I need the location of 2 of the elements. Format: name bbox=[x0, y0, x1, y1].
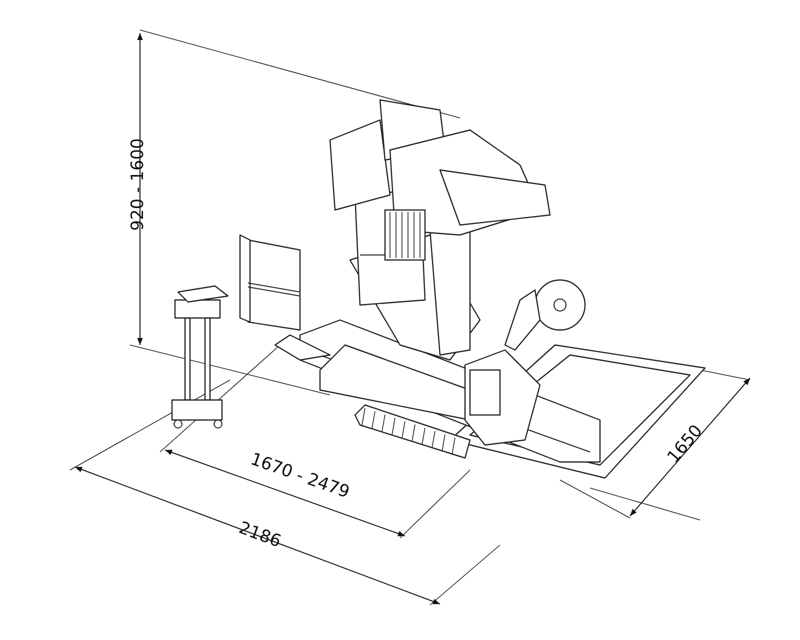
dimension-value: 2186 bbox=[236, 520, 283, 551]
dimension-value: 1670 - 2479 bbox=[248, 451, 352, 502]
